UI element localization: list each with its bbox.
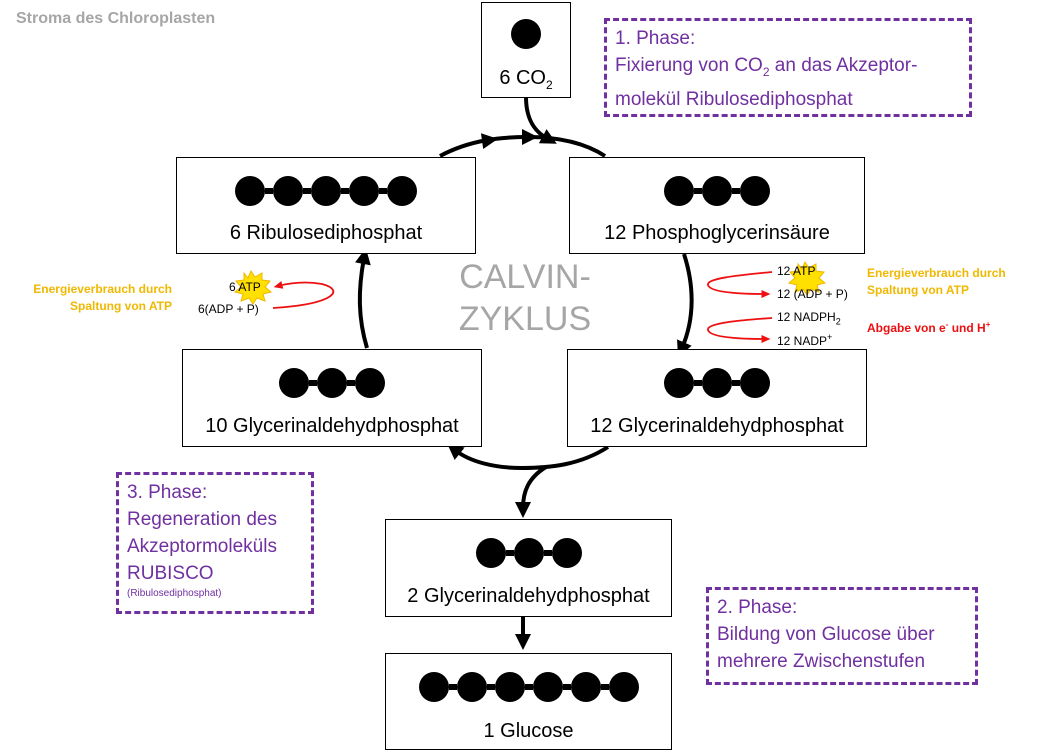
carbon-atom bbox=[702, 176, 732, 206]
ribulose-molecule bbox=[177, 176, 475, 206]
carbon-atom bbox=[740, 368, 770, 398]
gap2-box: 2 Glycerinaldehydphosphat bbox=[385, 519, 672, 617]
arc-right bbox=[677, 253, 694, 358]
ribulose-label: 6 Ribulosediphosphat bbox=[229, 222, 423, 244]
phase2-title: 2. Phase: bbox=[717, 597, 798, 618]
carbon-atom bbox=[418, 672, 449, 702]
arc-top bbox=[439, 128, 607, 158]
carbon-atom bbox=[494, 672, 525, 702]
left-atp-star bbox=[233, 269, 273, 305]
phase3-line2: Regeneration des bbox=[127, 509, 277, 530]
left-atp-arrow bbox=[272, 281, 334, 309]
carbon-atom bbox=[311, 176, 341, 206]
phase1-line2: Fixierung von CO2 an das Akzeptor- bbox=[615, 55, 918, 79]
nadp-label: 12 NADP+ bbox=[777, 332, 833, 348]
calvin-cycle-title: CALVIN- ZYKLUS bbox=[430, 256, 620, 340]
left-atp-label: 6 ATP bbox=[229, 280, 261, 294]
co2-label: 6 CO2 bbox=[499, 67, 553, 92]
right-energy-note: Energieverbrauch durch Spaltung von ATP bbox=[867, 266, 1006, 297]
phase3-line3: Akzeptormoleküls bbox=[127, 536, 277, 557]
carbon-atom bbox=[317, 368, 347, 398]
phase1-title: 1. Phase: bbox=[615, 28, 696, 49]
carbon-atom bbox=[608, 672, 639, 702]
electron-note: Abgabe von e- und H+ bbox=[867, 320, 991, 335]
phase3-title: 3. Phase: bbox=[127, 482, 208, 503]
co2-molecule bbox=[482, 19, 570, 49]
glucose-molecule bbox=[386, 672, 671, 702]
phase3-line4: RUBISCO bbox=[127, 563, 214, 584]
phase1-box: 1. Phase: Fixierung von CO2 an das Akzep… bbox=[604, 18, 972, 117]
gap10-molecule bbox=[183, 368, 481, 398]
gap2-molecule bbox=[386, 538, 671, 568]
phase1-line3: molekül Ribulosediphosphat bbox=[615, 88, 853, 110]
right-atp-arrow bbox=[707, 271, 773, 298]
carbon-atom bbox=[551, 538, 582, 568]
right-adp-label: 12 (ADP + P) bbox=[777, 287, 848, 301]
cycle-arrowhead bbox=[480, 133, 498, 150]
phase3-small: (Ribulosediphosphat) bbox=[127, 588, 222, 599]
carbon-atom bbox=[475, 538, 506, 568]
phosphoglycerin-box: 12 Phosphoglycerinsäure bbox=[569, 157, 865, 254]
carbon-atom bbox=[513, 538, 544, 568]
phase3-box: 3. Phase: Regeneration des Akzeptormolek… bbox=[116, 472, 314, 614]
carbon-atom bbox=[664, 176, 694, 206]
carbon-atom bbox=[235, 176, 265, 206]
gap2-label: 2 Glycerinaldehydphosphat bbox=[407, 585, 650, 607]
phase2-line2: Bildung von Glucose über bbox=[717, 624, 935, 645]
right-atp-star bbox=[787, 260, 827, 296]
co2-arrow bbox=[524, 96, 557, 144]
gap12-box: 12 Glycerinaldehydphosphat bbox=[567, 349, 867, 447]
carbon-atom bbox=[273, 176, 303, 206]
carbon-atom bbox=[456, 672, 487, 702]
right-nadph-arrow bbox=[707, 317, 773, 343]
arc-left bbox=[355, 248, 371, 349]
carbon-atom bbox=[511, 19, 541, 49]
carbon-atom bbox=[570, 672, 601, 702]
right-atp-label: 12 ATP bbox=[777, 264, 816, 278]
gap10-box: 10 Glycerinaldehydphosphat bbox=[182, 349, 482, 447]
stroma-label: Stroma des Chloroplasten bbox=[16, 10, 216, 27]
carbon-atom bbox=[664, 368, 694, 398]
carbon-atom bbox=[349, 176, 379, 206]
left-adp-label: 6(ADP + P) bbox=[198, 302, 259, 316]
branch-arrow bbox=[515, 465, 548, 518]
phosphoglycerin-label: 12 Phosphoglycerinsäure bbox=[604, 222, 830, 244]
carbon-atom bbox=[532, 672, 563, 702]
phase2-line3: mehrere Zwischenstufen bbox=[717, 651, 926, 672]
calvin-line1: CALVIN- bbox=[459, 258, 591, 296]
carbon-atom bbox=[387, 176, 417, 206]
co2-box: 6 CO2 bbox=[481, 2, 571, 98]
ribulose-box: 6 Ribulosediphosphat bbox=[176, 157, 476, 254]
calvin-line2: ZYKLUS bbox=[458, 300, 592, 338]
gap10-label: 10 Glycerinaldehydphosphat bbox=[205, 415, 459, 437]
carbon-atom bbox=[740, 176, 770, 206]
glucose-label: 1 Glucose bbox=[483, 720, 574, 742]
carbon-atom bbox=[279, 368, 309, 398]
gap12-label: 12 Glycerinaldehydphosphat bbox=[590, 415, 844, 437]
carbon-atom bbox=[355, 368, 385, 398]
left-energy-note: Energieverbrauch durch Spaltung von ATP bbox=[33, 282, 172, 313]
phosphoglycerin-molecule bbox=[570, 176, 864, 206]
gap12-molecule bbox=[568, 368, 866, 398]
carbon-atom bbox=[702, 368, 732, 398]
nadph-label: 12 NADPH2 bbox=[777, 310, 841, 327]
arc-bottom bbox=[447, 443, 610, 471]
glucose-box: 1 Glucose bbox=[385, 653, 672, 750]
phase2-box: 2. Phase: Bildung von Glucose über mehre… bbox=[706, 587, 978, 685]
